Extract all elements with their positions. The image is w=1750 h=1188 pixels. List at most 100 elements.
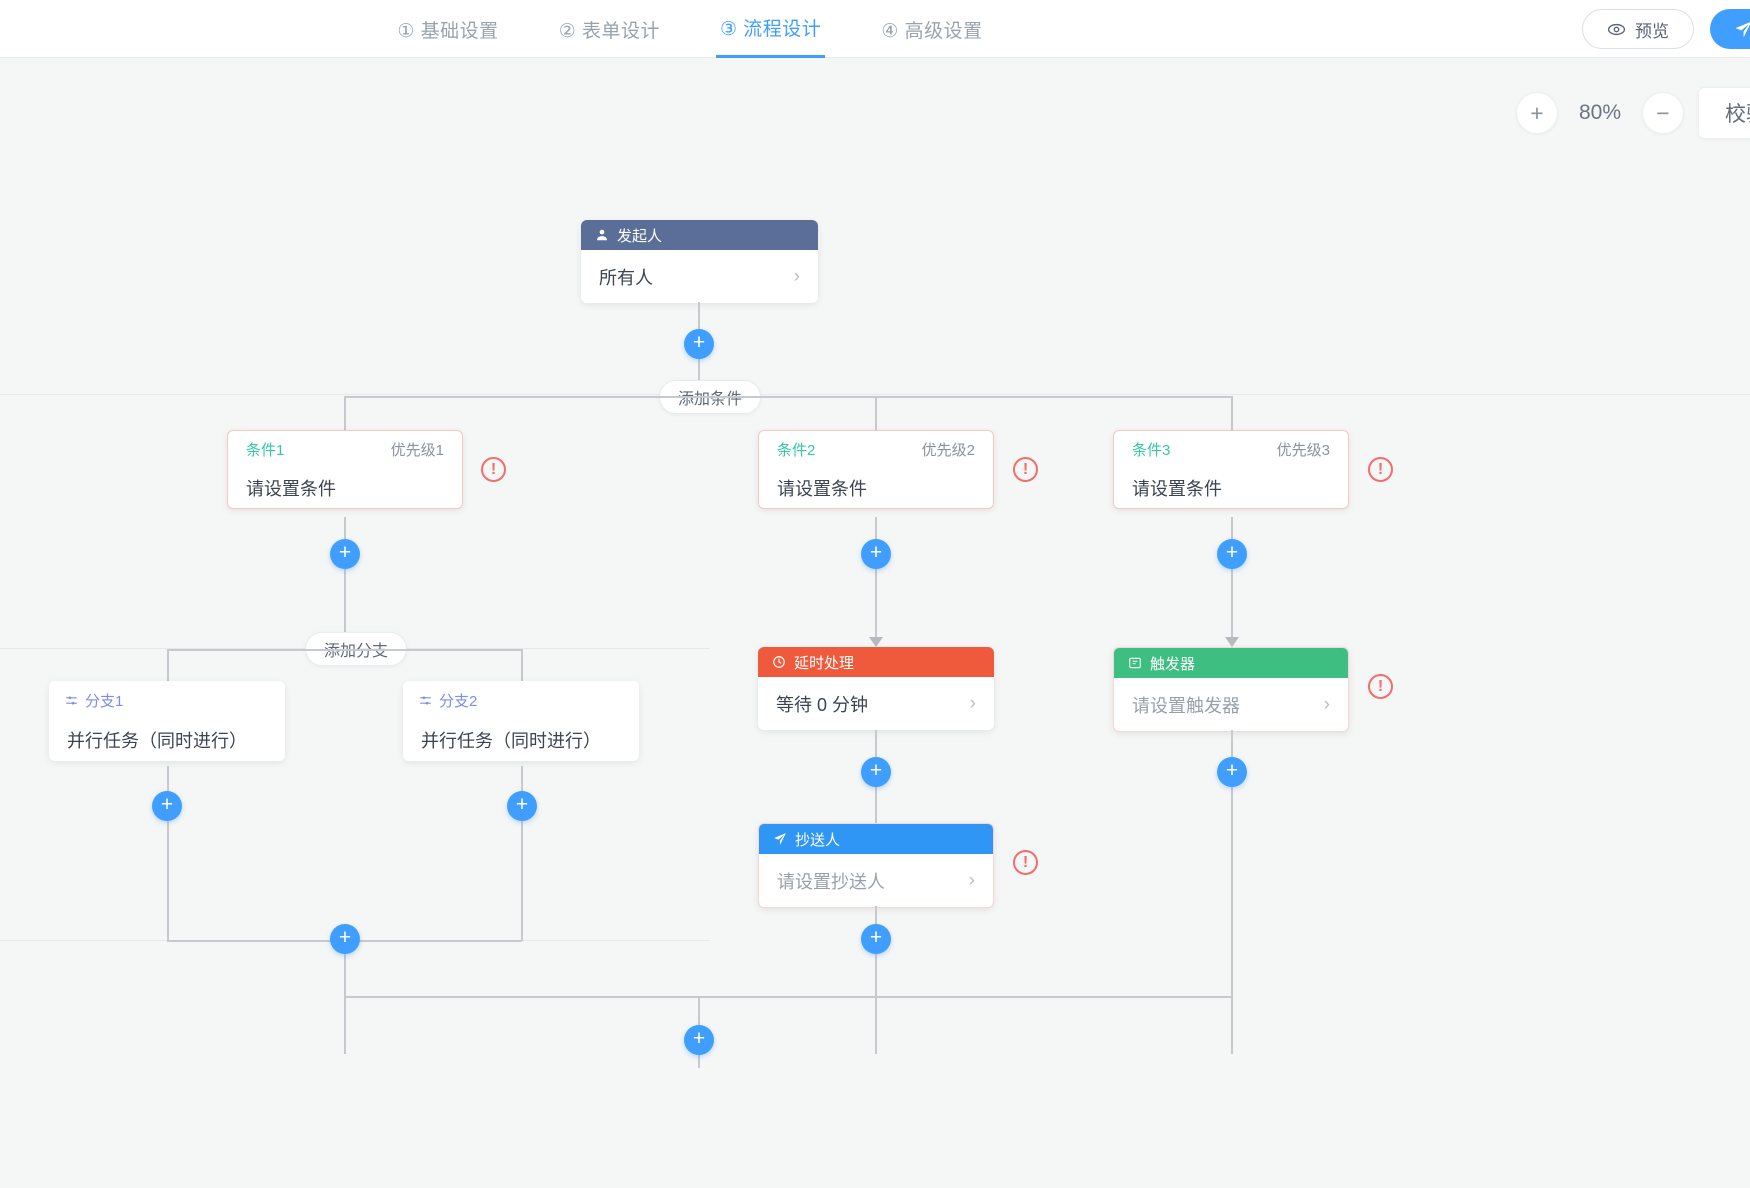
connector-branch2-tail [521,766,523,941]
add-node-button-after-cc[interactable]: + [861,924,891,954]
connector-cc-down [875,906,877,1054]
publish-button[interactable]: 发布 [1710,9,1750,49]
node-condition-2[interactable]: 条件2 优先级2 请设置条件 [758,430,994,509]
condition-2-value[interactable]: 请设置条件 [777,479,867,499]
branch-1-name: 分支1 [85,692,124,710]
condition-1-error-badge[interactable]: ! [481,457,506,482]
add-node-button-after-condition-2[interactable]: + [861,539,891,569]
arrow-to-trigger [1225,637,1239,647]
branch-1-header: 分支1 [49,681,285,719]
condition-3-priority: 优先级3 [1276,442,1330,459]
node-delay-body[interactable]: 等待 0 分钟 › [758,677,994,730]
condition-1-priority: 优先级1 [390,442,444,459]
node-delay[interactable]: 延时处理 等待 0 分钟 › [758,647,994,730]
condition-3-name: 条件3 [1132,442,1171,459]
trigger-icon [1128,656,1142,670]
connector-conditions-bus [344,396,1232,398]
node-trigger[interactable]: 触发器 请设置触发器 › [1113,647,1349,732]
connector-bottom-merge [344,996,1232,998]
condition-3-value[interactable]: 请设置条件 [1132,479,1222,499]
node-initiator-header: 发起人 [581,220,818,250]
top-bar: ① 基础设置 ② 表单设计 ③ 流程设计 ④ 高级设置 预览 发布 [0,0,1750,58]
add-node-button-after-condition-1[interactable]: + [330,539,360,569]
add-node-button-after-trigger[interactable]: + [1217,757,1247,787]
user-icon [595,228,609,242]
add-node-button-after-branch-merge[interactable]: + [330,924,360,954]
chevron-right-icon: › [793,265,800,287]
chevron-right-icon: › [1323,693,1330,715]
send-icon [773,832,787,846]
node-initiator[interactable]: 发起人 所有人 › [581,220,818,303]
connector-trigger-down [1231,730,1233,1054]
clock-icon [772,655,786,669]
connector-cond3-drop [1231,396,1233,441]
condition-1-value[interactable]: 请设置条件 [246,479,336,499]
node-delay-header: 延时处理 [758,647,994,677]
add-node-button-after-branch-1[interactable]: + [152,791,182,821]
condition-3-error-badge[interactable]: ! [1368,457,1393,482]
connector-branch2-drop [521,649,523,681]
connector-cond2-drop [875,396,877,441]
zoom-level: 80% [1578,101,1622,124]
zoom-out-button[interactable]: − [1642,92,1684,134]
node-branch-1[interactable]: 分支1 并行任务（同时进行） [49,681,285,761]
condition-2-header: 条件2 优先级2 [759,431,993,468]
add-node-button-end[interactable]: + [684,1025,714,1055]
add-node-button-after-condition-3[interactable]: + [1217,539,1247,569]
node-cc-header: 抄送人 [759,824,993,854]
node-trigger-error-badge[interactable]: ! [1368,674,1393,699]
branch-2-name: 分支2 [439,692,478,710]
node-condition-1[interactable]: 条件1 优先级1 请设置条件 [227,430,463,509]
node-branch-2[interactable]: 分支2 并行任务（同时进行） [403,681,639,761]
tab-process-design[interactable]: ③ 流程设计 [716,0,826,58]
branch-icon [65,694,78,707]
node-delay-title: 延时处理 [794,654,855,672]
node-trigger-value: 请设置触发器 [1132,695,1240,716]
node-initiator-title: 发起人 [617,227,663,245]
node-trigger-title: 触发器 [1150,655,1196,673]
connector-cond1-drop [344,396,346,441]
connector-cond3-down [1231,517,1233,644]
zoom-in-button[interactable]: + [1516,92,1558,134]
condition-2-name: 条件2 [777,442,816,459]
connector-cond1-down [344,517,346,649]
chevron-right-icon: › [968,869,975,891]
preview-label: 预览 [1635,21,1669,41]
add-node-button-after-initiator[interactable]: + [684,329,714,359]
node-cc-title: 抄送人 [795,831,841,849]
node-initiator-body[interactable]: 所有人 › [581,250,818,303]
validate-process-button[interactable]: 校验流程 [1698,87,1750,139]
eye-icon [1607,20,1626,39]
tab-advanced-settings[interactable]: ④ 高级设置 [881,20,983,42]
branch-2-value[interactable]: 并行任务（同时进行） [421,731,601,751]
node-cc[interactable]: 抄送人 请设置抄送人 › [758,823,994,908]
node-cc-error-badge[interactable]: ! [1013,850,1038,875]
rail-conditions [0,394,1750,395]
condition-2-error-badge[interactable]: ! [1013,457,1038,482]
branch-1-value[interactable]: 并行任务（同时进行） [67,731,247,751]
tab-basic-settings[interactable]: ① 基础设置 [397,20,499,42]
tab-form-design[interactable]: ② 表单设计 [558,20,660,42]
branch-icon [419,694,432,707]
preview-button[interactable]: 预览 [1582,9,1694,49]
condition-3-header: 条件3 优先级3 [1114,431,1348,468]
node-initiator-value: 所有人 [599,267,653,288]
branch-2-header: 分支2 [403,681,639,719]
connector-branch-bus [167,649,522,651]
connector-branch1-tail [167,766,169,941]
connector-cond2-down [875,517,877,644]
step-tabs: ① 基础设置 ② 表单设计 ③ 流程设计 ④ 高级设置 [0,0,1380,58]
node-cc-body[interactable]: 请设置抄送人 › [759,854,993,907]
zoom-toolbar: + 80% − 校验流程 [1516,82,1750,144]
connector-delay-down [875,730,877,863]
flow-canvas[interactable]: 发起人 所有人 › + 添加条件 条件1 优先级1 请设置条件 ! 条件2 优先… [0,58,1750,1188]
condition-1-header: 条件1 优先级1 [228,431,462,468]
add-node-button-after-branch-2[interactable]: + [507,791,537,821]
chevron-right-icon: › [969,692,976,714]
connector-branch1-drop [167,649,169,681]
add-node-button-after-delay[interactable]: + [861,757,891,787]
node-trigger-header: 触发器 [1114,648,1348,678]
node-trigger-body[interactable]: 请设置触发器 › [1114,678,1348,731]
node-cc-value: 请设置抄送人 [777,871,885,892]
node-condition-3[interactable]: 条件3 优先级3 请设置条件 [1113,430,1349,509]
